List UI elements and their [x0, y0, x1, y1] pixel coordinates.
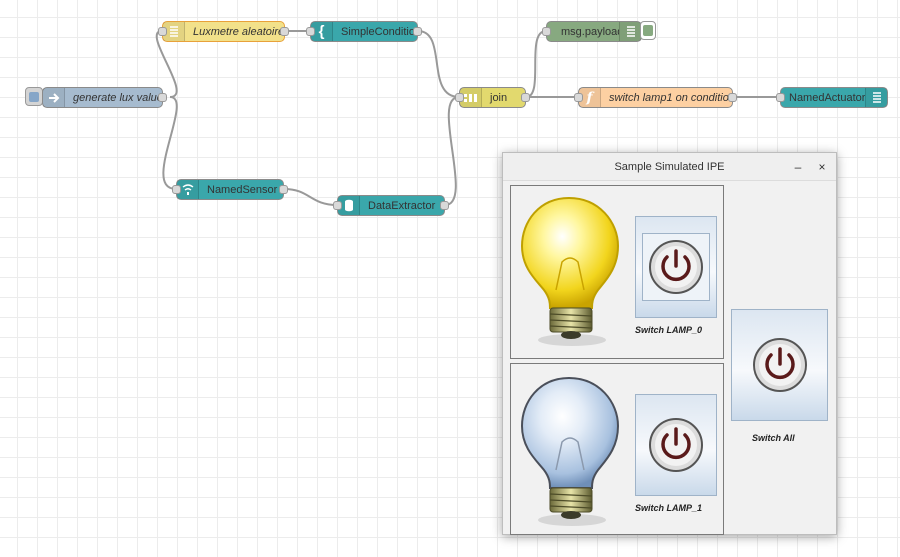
power-icon — [649, 418, 703, 472]
output-port[interactable] — [158, 93, 167, 102]
wifi-icon — [177, 180, 199, 199]
output-port[interactable] — [279, 185, 288, 194]
lightbulb-on-icon — [520, 196, 620, 346]
input-port[interactable] — [542, 27, 551, 36]
node-label: Luxmetre aleatoire — [193, 25, 284, 38]
node-label: switch lamp1 on condition — [609, 91, 732, 104]
switch-all-button[interactable] — [731, 309, 828, 421]
node-label: SimpleCondition — [341, 25, 417, 38]
wire-extractor-to-join — [444, 96, 460, 206]
switch-all-label: Switch All — [752, 433, 795, 443]
output-port[interactable] — [413, 27, 422, 36]
input-port[interactable] — [776, 93, 785, 102]
input-port[interactable] — [306, 27, 315, 36]
function-icon — [163, 22, 185, 41]
node-label: msg.payload — [561, 25, 619, 38]
node-label: DataExtractor — [368, 199, 436, 212]
node-named-sensor[interactable]: NamedSensor — [172, 179, 288, 200]
output-port[interactable] — [280, 27, 289, 36]
input-port[interactable] — [574, 93, 583, 102]
node-generate-lux-value[interactable]: generate lux value — [42, 87, 167, 108]
wire-generate-to-sensor — [162, 96, 178, 190]
list-icon — [865, 88, 887, 107]
lamp0-panel: Switch LAMP_0 — [510, 185, 724, 359]
join-icon — [460, 88, 482, 107]
braces-icon: { — [311, 22, 333, 41]
node-label: NamedActuator — [789, 91, 865, 104]
node-named-actuator[interactable]: NamedActuator — [776, 87, 888, 108]
close-button[interactable]: × — [818, 160, 826, 174]
arrow-right-icon — [43, 88, 65, 107]
wire-sensor-to-extractor — [283, 188, 338, 206]
function-icon: f — [579, 88, 601, 107]
inject-trigger-button[interactable] — [25, 87, 43, 106]
input-port[interactable] — [333, 201, 342, 210]
switch-lamp1-label: Switch LAMP_1 — [635, 503, 703, 513]
power-icon — [752, 338, 807, 392]
window-title: Sample Simulated IPE — [614, 160, 725, 173]
node-label: join — [490, 91, 508, 104]
input-port[interactable] — [158, 27, 167, 36]
switch-lamp1-button[interactable] — [635, 394, 717, 496]
node-simple-condition[interactable]: { SimpleCondition — [306, 21, 422, 42]
node-msg-payload[interactable]: msg.payload — [542, 21, 642, 42]
wire-join-to-payload — [525, 30, 547, 98]
node-switch-lamp1-on-condition[interactable]: f switch lamp1 on condition — [574, 87, 737, 108]
output-port[interactable] — [440, 201, 449, 210]
window-titlebar[interactable]: Sample Simulated IPE — [503, 153, 836, 181]
output-port[interactable] — [728, 93, 737, 102]
switch-lamp0-label: Switch LAMP_0 — [635, 325, 703, 335]
wire-generate-to-luxmetre — [155, 30, 178, 98]
output-port[interactable] — [521, 93, 530, 102]
switch-lamp0-button[interactable] — [635, 216, 717, 318]
lamp1-panel: Switch LAMP_1 — [510, 363, 724, 535]
input-port[interactable] — [455, 93, 464, 102]
lightbulb-off-icon — [520, 376, 620, 526]
minimize-button[interactable]: – — [794, 160, 802, 174]
node-join[interactable]: join — [455, 87, 530, 108]
database-icon — [338, 196, 360, 215]
debug-toggle-button[interactable] — [640, 21, 656, 40]
node-data-extractor[interactable]: DataExtractor — [333, 195, 449, 216]
wire-condition-to-join — [417, 30, 460, 98]
node-label: generate lux value — [73, 91, 162, 104]
input-port[interactable] — [172, 185, 181, 194]
list-icon — [619, 22, 641, 41]
node-luxmetre-aleatoire[interactable]: Luxmetre aleatoire — [158, 21, 289, 42]
simulated-ipe-window: Sample Simulated IPE – × — [502, 152, 837, 535]
power-icon — [649, 240, 703, 294]
node-label: NamedSensor — [207, 183, 278, 196]
